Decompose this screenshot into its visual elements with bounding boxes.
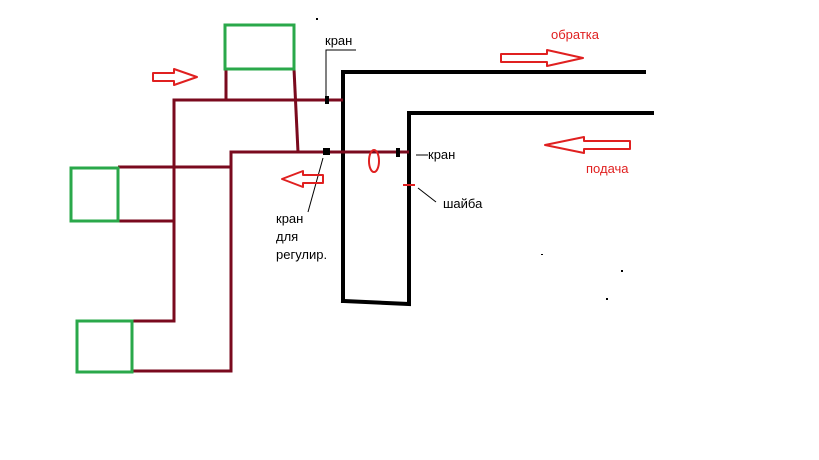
supply-flow-arrow	[544, 136, 631, 154]
supply-label: подача	[586, 161, 629, 176]
valve-reg-leader	[307, 157, 324, 213]
main-pipes	[340, 70, 654, 307]
valve-reg-label-line1: кран	[276, 211, 303, 226]
return-branch-pipe	[132, 98, 343, 323]
supply-main-pipe	[340, 111, 654, 307]
valves	[323, 96, 400, 157]
branch-pipes	[118, 68, 409, 373]
valve-right-mark	[396, 148, 400, 157]
valve-right-label: кран	[428, 147, 455, 162]
stray-dot	[316, 18, 318, 20]
stray-dot	[541, 254, 543, 255]
supply-branch-pipe	[132, 150, 409, 373]
return-main-pipe	[341, 70, 646, 303]
radiator-middle	[69, 166, 120, 223]
valve-return-mark	[325, 96, 329, 104]
valve-reg-label-line2: для	[276, 229, 298, 244]
return-label: обратка	[551, 27, 600, 42]
branch-flow-arrow	[281, 170, 324, 188]
inlet-flow-arrow	[152, 68, 198, 86]
washer-leader	[417, 187, 437, 203]
return-flow-arrow	[500, 49, 584, 67]
top-radiator-right-riser	[292, 68, 300, 153]
stray-dot	[621, 270, 623, 272]
washer-label: шайба	[443, 196, 483, 211]
valve-top-label: кран	[325, 33, 352, 48]
ring-marker	[368, 149, 380, 173]
radiators	[69, 23, 296, 374]
flow-arrows	[152, 49, 631, 188]
stray-marks	[316, 18, 623, 300]
valve-reg-label-line3: регулир.	[276, 247, 327, 262]
leader-lines	[307, 49, 437, 213]
valve-top-leader	[325, 49, 356, 96]
valve-supply-mark	[323, 148, 330, 155]
radiator-top	[223, 23, 296, 71]
radiator-bottom	[75, 319, 134, 374]
stray-dot	[606, 298, 608, 300]
